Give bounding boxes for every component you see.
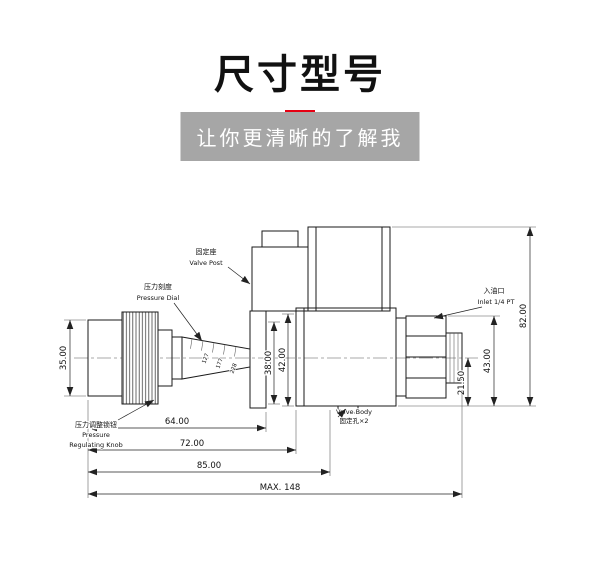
pressure-knob (87, 311, 251, 405)
dim-21-5-value: 21.50 (457, 371, 467, 395)
dim-35-value: 35.00 (59, 346, 69, 370)
label-valve-post-cn: 固定座 (196, 247, 217, 256)
label-valve-body: Valve Body 固定孔×2 (335, 407, 374, 427)
dial-scale-value: 127 (201, 352, 210, 364)
dim-max148-value: MAX. 148 (260, 483, 301, 493)
dim-42: 42.00 (277, 313, 294, 407)
label-valve-body-en: Valve Body (336, 408, 372, 416)
valve-body (295, 307, 397, 414)
solenoid-connector (251, 230, 309, 312)
label-inlet: 入油口 Inlet 1/4 PT (433, 285, 516, 320)
label-knob: 压力调整锁钮 Pressure Regulating Knob (68, 399, 155, 450)
dim-72: 72.00 (88, 410, 297, 454)
fitting-ring (395, 317, 407, 397)
label-inlet-cn: 入油口 (484, 286, 505, 295)
label-valve-post-en: Valve Post (189, 259, 223, 267)
label-knob-en1: Pressure (82, 431, 110, 439)
dim-42-value: 42.00 (278, 348, 288, 372)
dim-82: 82.00 (392, 226, 536, 406)
dim-43-value: 43.00 (483, 349, 493, 373)
dim-35: 35.00 (58, 319, 86, 397)
dim-82-value: 82.00 (519, 304, 529, 328)
dim-64: 64.00 (87, 400, 267, 498)
label-pressure-dial: 压力刻度 Pressure Dial (136, 281, 203, 342)
dim-38: 38.00 (263, 321, 280, 405)
dial-scale-value: 228 (229, 362, 238, 374)
label-knob-cn: 压力调整锁钮 (75, 420, 117, 429)
dim-85: 85.00 (88, 410, 331, 476)
dial-scale-value: 177 (215, 357, 224, 369)
dim-43: 43.00 (448, 315, 500, 406)
dim-72-value: 72.00 (180, 439, 204, 449)
subtitle: 让你更清晰的了解我 (196, 128, 404, 150)
connector-body (251, 246, 309, 312)
label-knob-en2: Regulating Knob (69, 441, 122, 449)
solenoid-coil (307, 226, 391, 312)
knob-knurl (121, 311, 159, 405)
inlet-fitting (395, 315, 463, 399)
page-title: 尺寸型号 (214, 52, 386, 98)
label-valve-post: 固定座 Valve Post (188, 246, 251, 285)
subtitle-band: 让你更清晰的了解我 (180, 112, 420, 161)
dim-max148: MAX. 148 (88, 390, 463, 498)
pressure-dial-scale: 127 177 228 (190, 338, 240, 375)
dim-85-value: 85.00 (197, 461, 221, 471)
dim-64-value: 64.00 (165, 417, 189, 427)
connector-top (261, 230, 299, 248)
dim-21-5: 21.50 (398, 358, 536, 407)
label-pressure-dial-cn: 压力刻度 (144, 282, 172, 291)
label-valve-body-cn: 固定孔×2 (339, 416, 368, 425)
dim-38-value: 38.00 (264, 351, 274, 375)
label-pressure-dial-en: Pressure Dial (137, 294, 180, 302)
label-inlet-en: Inlet 1/4 PT (478, 298, 515, 306)
